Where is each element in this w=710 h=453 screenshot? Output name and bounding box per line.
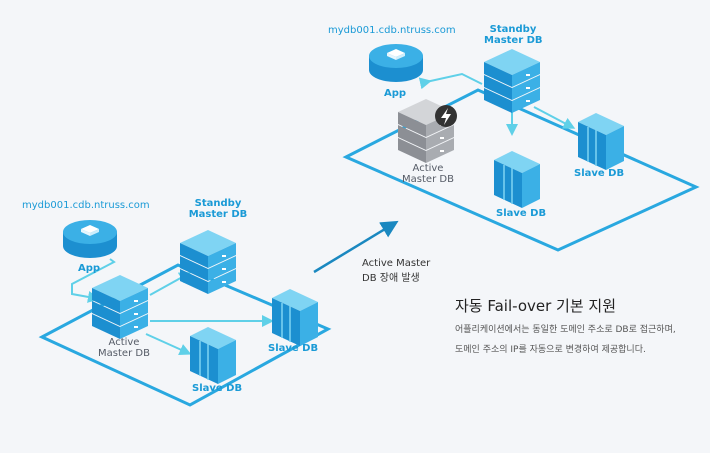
feature-title: 자동 Fail-over 기본 지원 [455, 297, 617, 315]
app-label-2: App [384, 88, 407, 99]
domain-label-1: mydb001.cdb.ntruss.com [22, 200, 150, 211]
scene-1 [38, 220, 332, 407]
lightning-bolt-icon [435, 105, 457, 127]
arrow-up-right-icon [313, 220, 399, 274]
active-label-2: Active Master DB [402, 163, 454, 185]
slave-label-2b: Slave DB [496, 208, 547, 219]
slave-label-1a: Slave DB [268, 343, 319, 354]
active-label-1: Active Master DB [98, 337, 150, 359]
slave-label-2a: Slave DB [574, 168, 625, 179]
feature-desc-line2: 도메인 주소의 IP를 자동으로 변경하여 제공합니다. [455, 345, 646, 355]
failure-event-label: Active Master DB 장애 발생 [362, 258, 431, 284]
slave-label-1b: Slave DB [192, 383, 243, 394]
standby-label-1: Standby Master DB [188, 198, 248, 220]
slave-db-icon [577, 112, 625, 171]
feature-desc-line1: 어플리케이션에서는 동일한 도메인 주소로 DB로 접근하며, [455, 325, 676, 335]
slave-db-icon [271, 288, 319, 347]
app-node-icon [369, 44, 423, 82]
slave-db-icon [189, 326, 237, 385]
domain-label-2: mydb001.cdb.ntruss.com [328, 25, 456, 36]
active-master-icon [92, 275, 148, 339]
replication-link-slave2-1 [145, 333, 192, 356]
standby-label-2: Standby Master DB [484, 24, 543, 46]
app-link-1 [71, 258, 116, 303]
new-active-master-icon [484, 49, 540, 113]
app-label-1: App [78, 263, 101, 274]
app-link-2 [418, 72, 483, 90]
slave-db-icon [493, 150, 541, 209]
replication-link-slave2-2 [533, 106, 576, 129]
standby-master-icon [180, 230, 236, 294]
scene-2 [342, 44, 700, 252]
app-node-icon [63, 220, 117, 258]
